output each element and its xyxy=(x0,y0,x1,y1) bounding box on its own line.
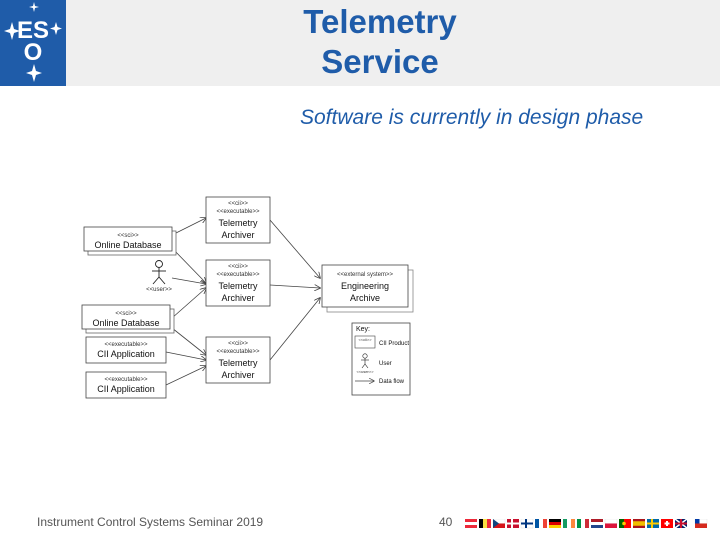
page-subtitle: Software is currently in design phase xyxy=(300,106,644,129)
flow-db-mid-to-archiver-3 xyxy=(171,327,206,355)
cii-app-1-stereotype: <<executable>> xyxy=(104,342,148,348)
flag-chile-icon xyxy=(694,519,708,528)
flag-germany-icon xyxy=(549,519,561,528)
cii-application-1: <<executable>> CII Application xyxy=(85,336,167,364)
footer-seminar-text: Instrument Control Systems Seminar 2019 xyxy=(37,515,264,529)
flow-db-top-to-archiver-2 xyxy=(171,247,206,283)
flow-db-top-to-archiver-1 xyxy=(171,218,206,236)
flag-france-icon xyxy=(535,519,547,528)
key-title: Key: xyxy=(356,326,370,333)
key-user-tag: <<user>> xyxy=(356,369,374,374)
flag-belgium-icon xyxy=(479,519,491,528)
cii-application-2: <<executable>> CII Application xyxy=(85,371,167,399)
title-line-2: Service xyxy=(321,43,439,80)
engineering-archive-name-1: Engineering xyxy=(341,281,389,291)
archiver-3-name-2: Archiver xyxy=(221,370,254,380)
online-db-mid-name: Online Database xyxy=(92,318,159,328)
flow-archiver-3-to-engineering xyxy=(269,298,320,361)
flag-denmark-icon xyxy=(507,519,519,528)
logo-text-o: O xyxy=(24,39,43,66)
key-cii-product-tag: <<cii>> xyxy=(358,337,372,342)
page-number: 40 xyxy=(439,515,453,529)
eso-logo: ES O xyxy=(0,0,66,86)
archiver-1-stereotype-1: <<cii>> xyxy=(228,201,248,207)
archiver-3-name-1: Telemetry xyxy=(218,358,258,368)
telemetry-archiver-1: <<cii>> <<executable>> Telemetry Archive… xyxy=(205,196,271,244)
archiver-3-stereotype-2: <<executable>> xyxy=(216,349,260,355)
engineering-archive: <<external system>> Engineering Archive xyxy=(321,264,414,313)
key-user-symbol xyxy=(361,353,369,369)
engineering-archive-name-2: Archive xyxy=(350,293,380,303)
flag-netherlands-icon xyxy=(591,519,603,528)
archiver-3-stereotype-1: <<cii>> xyxy=(228,341,248,347)
online-db-mid-stereotype: <<sci>> xyxy=(115,311,137,317)
telemetry-archiver-3: <<cii>> <<executable>> Telemetry Archive… xyxy=(205,336,271,384)
flow-app2-to-archiver-3 xyxy=(165,366,206,386)
header-band xyxy=(0,0,720,86)
flag-uk-icon xyxy=(674,519,688,529)
archiver-1-name-2: Archiver xyxy=(221,230,254,240)
flow-db-mid-to-archiver-2 xyxy=(171,288,206,319)
flag-italy-icon xyxy=(577,519,589,528)
logo-text-es: ES xyxy=(17,17,49,44)
archiver-2-name-2: Archiver xyxy=(221,293,254,303)
key-cii-product-label: CII Product xyxy=(379,341,409,347)
flag-spain-icon xyxy=(633,519,645,528)
cii-app-2-name: CII Application xyxy=(97,384,155,394)
archiver-2-stereotype-2: <<executable>> xyxy=(216,272,260,278)
archiver-2-name-1: Telemetry xyxy=(218,281,258,291)
flag-portugal-icon xyxy=(619,519,631,528)
user-actor: <<user>> xyxy=(146,260,172,293)
title-line-1: Telemetry xyxy=(303,3,457,40)
key-data-flow-label: Data flow xyxy=(379,379,405,385)
flag-austria-icon xyxy=(465,519,477,528)
member-state-flags xyxy=(465,519,708,529)
online-database-top: <<sci>> Online Database xyxy=(83,226,177,256)
key-user-label: User xyxy=(379,361,392,367)
online-db-top-stereotype: <<sci>> xyxy=(117,233,139,239)
flag-ireland-icon xyxy=(563,519,575,528)
data-flow-lines xyxy=(165,218,320,386)
archiver-1-name-1: Telemetry xyxy=(218,218,258,228)
flow-archiver-1-to-engineering xyxy=(269,219,320,278)
flag-switzerland-icon xyxy=(661,519,673,528)
flow-archiver-2-to-engineering xyxy=(269,285,320,288)
archiver-2-stereotype-1: <<cii>> xyxy=(228,264,248,270)
flow-app1-to-archiver-3 xyxy=(165,351,206,360)
flag-sweden-icon xyxy=(647,519,659,528)
flag-czechia-icon xyxy=(492,519,506,528)
flow-user-to-archiver-2 xyxy=(171,277,206,284)
page-title: Telemetry Service xyxy=(230,2,530,82)
eso-logo-graphic: ES O xyxy=(4,2,62,82)
key-cii-product-symbol xyxy=(354,335,376,349)
telemetry-archiver-2: <<cii>> <<executable>> Telemetry Archive… xyxy=(205,259,271,307)
engineering-archive-stereotype: <<external system>> xyxy=(337,272,394,278)
diagram-key: Key: <<cii>> CII Product <<user>> User D… xyxy=(351,322,411,396)
flag-poland-icon xyxy=(604,519,618,528)
user-stereotype: <<user>> xyxy=(146,287,172,293)
cii-app-1-name: CII Application xyxy=(97,349,155,359)
online-db-top-name: Online Database xyxy=(94,240,161,250)
flag-finland-icon xyxy=(520,519,534,529)
archiver-1-stereotype-2: <<executable>> xyxy=(216,209,260,215)
online-database-mid: <<sci>> Online Database xyxy=(81,304,175,334)
cii-app-2-stereotype: <<executable>> xyxy=(104,377,148,383)
